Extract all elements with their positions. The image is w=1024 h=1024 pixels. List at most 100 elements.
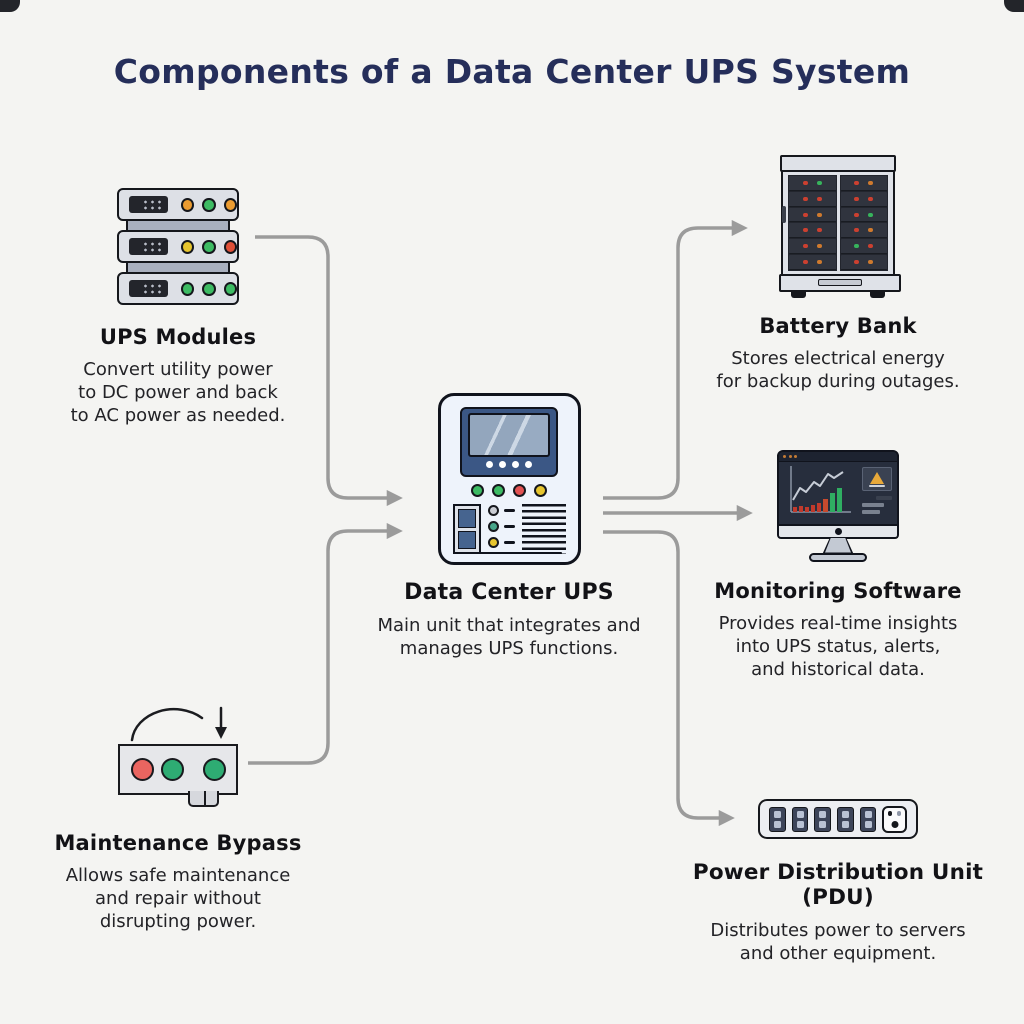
description-line: and historical data. (751, 659, 925, 680)
battery-module (840, 207, 887, 223)
text-lines (862, 496, 892, 514)
round-outlet (882, 805, 907, 833)
vent-grille (521, 504, 566, 554)
cabinet-bottom-bar (779, 274, 901, 292)
cabinet-feet (779, 291, 897, 298)
status-led (534, 484, 547, 497)
status-led (487, 505, 499, 516)
description-line: Provides real-time insights (718, 613, 958, 634)
battery-module (840, 191, 887, 207)
rack-display (129, 196, 169, 213)
breaker-switches (452, 504, 481, 554)
component-title: UPS Modules (99, 325, 257, 349)
description-line: Allows safe maintenance (65, 865, 291, 886)
ups-lower-panel (452, 504, 566, 554)
status-led (471, 484, 484, 497)
description-line: disrupting power. (99, 911, 257, 932)
monitor-chin (777, 526, 899, 539)
page-title: Components of a Data Center UPS System (113, 52, 911, 91)
rotation-arrow-icon (130, 706, 227, 742)
component-description: Convert utility power to DC power and ba… (38, 358, 318, 427)
description-line: for backup during outages. (716, 371, 960, 392)
ups-panel-buttons (468, 461, 550, 468)
ups-base-line (456, 551, 562, 554)
component-monitoring-software: Monitoring Software Provides real-time i… (698, 450, 978, 681)
cabinet-body (781, 170, 895, 276)
battery-module (789, 239, 836, 255)
monitor-screen (777, 450, 899, 526)
rack-unit (117, 272, 239, 305)
component-description: Stores electrical energy for backup duri… (698, 347, 978, 393)
status-led (181, 197, 195, 212)
component-description: Main unit that integrates and manages UP… (369, 614, 649, 660)
battery-cabinet-icon (779, 155, 901, 298)
battery-module (789, 207, 836, 223)
cabinet-handle (782, 206, 786, 223)
indicator-dash (503, 524, 515, 529)
component-battery-bank: Battery Bank Stores electrical energy fo… (698, 155, 978, 393)
indicator-column (487, 504, 515, 548)
battery-module (789, 255, 836, 270)
rack-unit (117, 230, 239, 263)
bypass-button-green (203, 758, 226, 781)
rack-display (129, 238, 169, 255)
server-rack-icon (116, 188, 240, 305)
dashboard-chart (790, 466, 851, 513)
battery-module (840, 223, 887, 239)
status-led (223, 239, 238, 254)
component-title: Data Center UPS (404, 580, 614, 605)
component-ups-modules: UPS Modules Convert utility power to DC … (38, 188, 318, 427)
component-data-center-ups: Data Center UPS Main unit that integrate… (369, 393, 649, 660)
component-description: Distributes power to servers and other e… (678, 919, 998, 965)
description-line: into UPS status, alerts, (735, 636, 941, 657)
status-led (202, 281, 216, 296)
battery-module (840, 176, 887, 191)
description-line: Convert utility power (83, 359, 273, 380)
status-led (223, 197, 238, 212)
component-description: Allows safe maintenance and repair witho… (38, 864, 318, 933)
status-led (487, 537, 499, 548)
ups-control-unit-icon (437, 393, 581, 565)
component-title: Maintenance Bypass (54, 831, 302, 855)
bypass-panel (118, 744, 238, 807)
ups-led-row (453, 484, 566, 497)
ups-display-panel (460, 407, 558, 477)
bypass-button-red (131, 758, 154, 781)
battery-module (789, 223, 836, 239)
monitor-dashboard-icon (777, 450, 899, 562)
component-maintenance-bypass: Maintenance Bypass Allows safe maintenan… (38, 700, 318, 933)
description-line: and other equipment. (739, 943, 937, 964)
alert-panel (862, 467, 892, 514)
outlet (837, 806, 854, 832)
status-led (181, 239, 195, 254)
description-line: to AC power as needed. (70, 405, 286, 426)
status-led (223, 281, 238, 296)
warning-icon (862, 467, 892, 491)
battery-column (788, 175, 837, 271)
cabinet-top-bar (780, 155, 896, 172)
power-strip-icon (758, 799, 918, 839)
rack-display (129, 280, 169, 297)
status-led (492, 484, 505, 497)
description-line: to DC power and back (78, 382, 278, 403)
monitor-stand (822, 538, 854, 555)
description-line: Stores electrical energy (731, 348, 945, 369)
battery-module (840, 239, 887, 255)
description-line: Main unit that integrates and (377, 615, 641, 636)
component-title: Monitoring Software (714, 579, 962, 603)
status-led (513, 484, 526, 497)
battery-module (840, 255, 887, 270)
battery-column (839, 175, 888, 271)
outlet (791, 806, 809, 832)
corner-artifact (1004, 0, 1024, 12)
status-led (487, 521, 499, 532)
status-led (202, 239, 216, 254)
status-led (202, 197, 216, 212)
component-title: Power Distribution Unit (PDU) (692, 860, 984, 910)
description-line: and repair without (95, 888, 261, 909)
status-led (181, 281, 195, 296)
component-description: Provides real-time insights into UPS sta… (698, 612, 978, 681)
indicator-dash (503, 540, 515, 545)
bypass-switch-icon (88, 700, 268, 807)
bypass-button-green (161, 758, 184, 781)
